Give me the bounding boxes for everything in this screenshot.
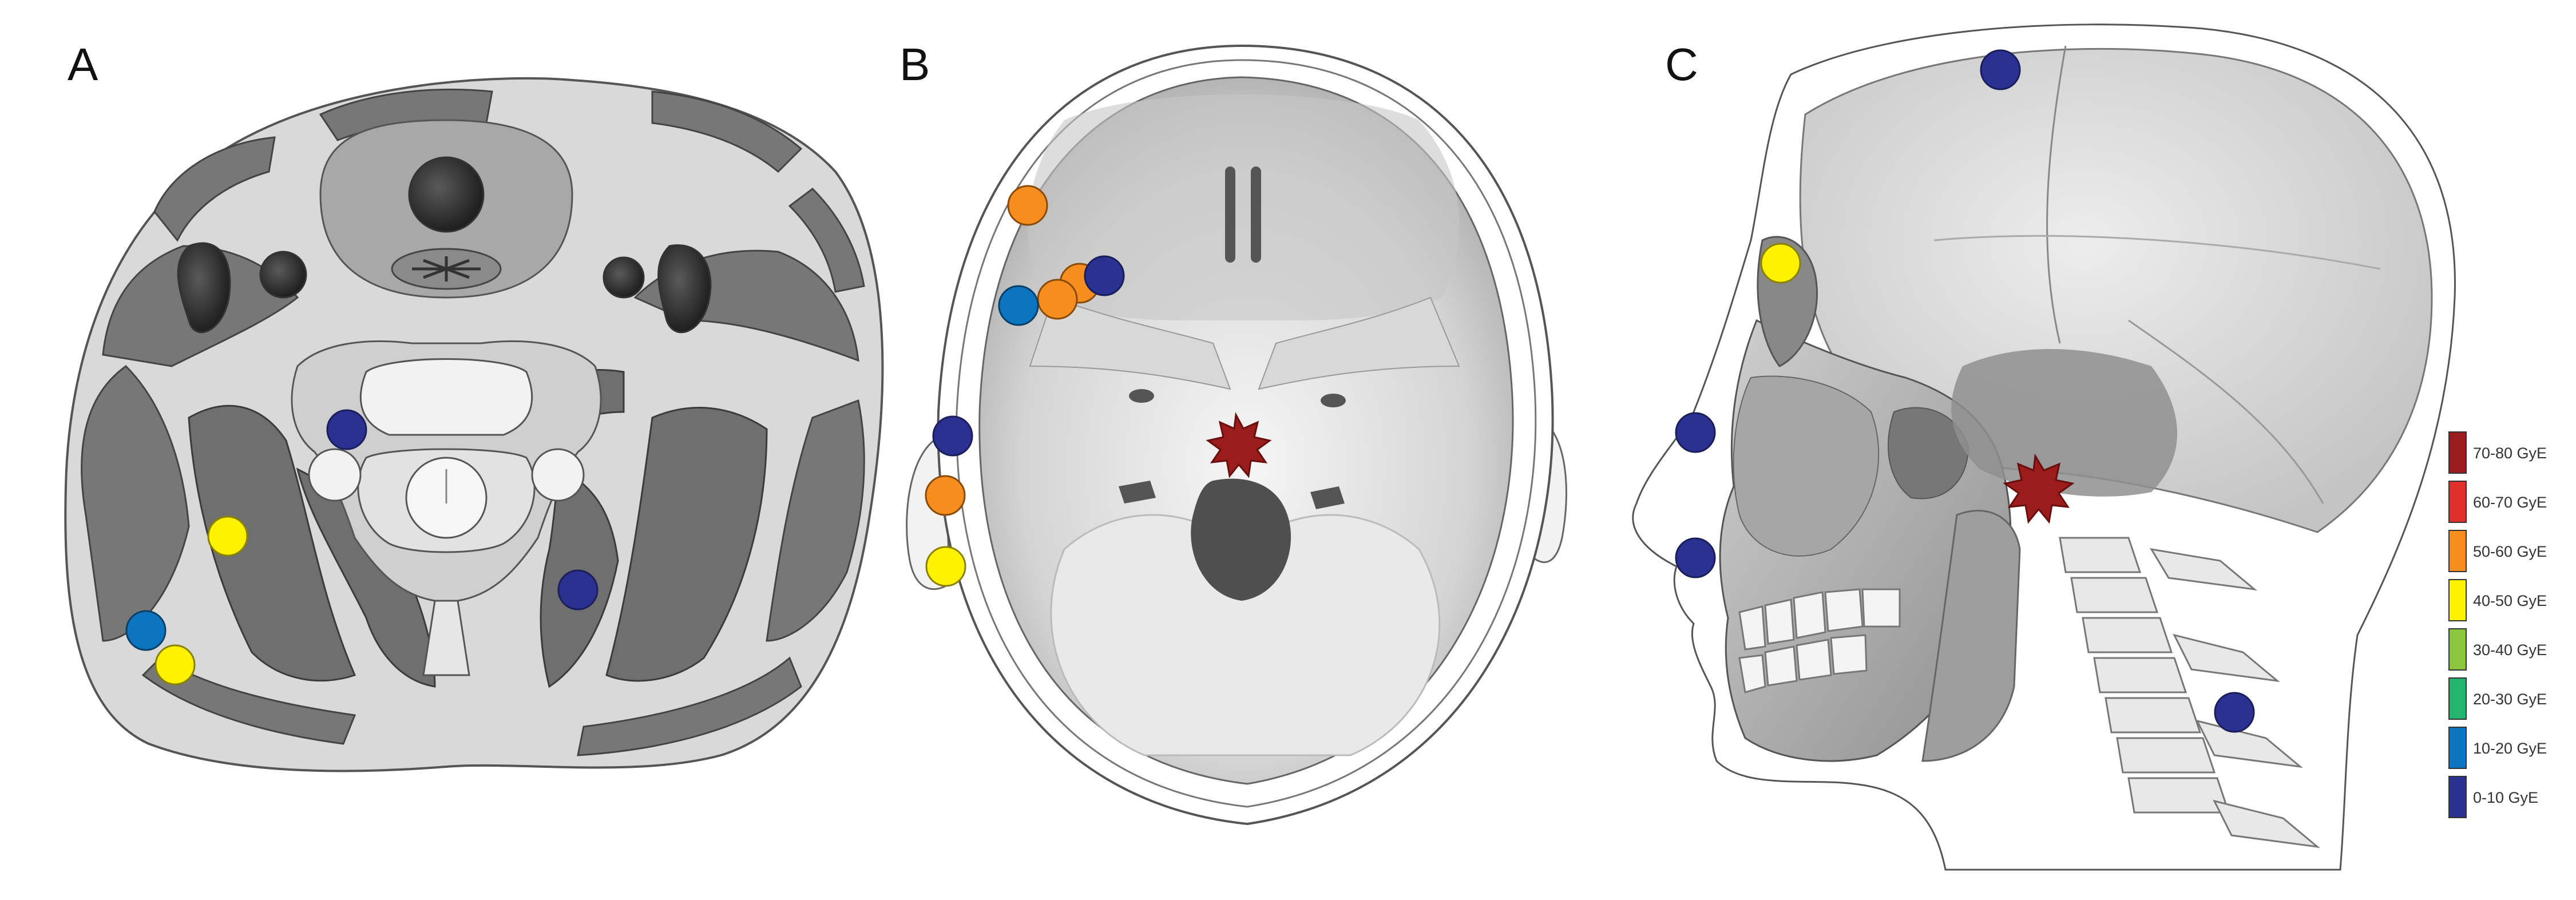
dose-marker-b6 bbox=[932, 415, 973, 457]
dose-marker-a3 bbox=[207, 516, 248, 557]
deep-neck-muscles bbox=[188, 369, 768, 688]
dose-marker-c3 bbox=[1675, 412, 1716, 453]
legend-swatch bbox=[2448, 579, 2467, 621]
legend-swatch bbox=[2448, 431, 2467, 474]
dose-marker-a5 bbox=[154, 644, 196, 685]
legend-label: 70-80 GyE bbox=[2473, 445, 2547, 462]
legend-label: 0-10 GyE bbox=[2473, 789, 2538, 806]
dose-marker-b7 bbox=[925, 475, 966, 516]
dose-marker-b5 bbox=[998, 285, 1039, 326]
legend-swatch bbox=[2448, 628, 2467, 671]
legend-swatch bbox=[2448, 727, 2467, 769]
dose-marker-a4 bbox=[125, 610, 167, 651]
dose-legend: 70-80 GyE 60-70 GyE 50-60 GyE 40-50 GyE 30-4… bbox=[2448, 431, 2547, 818]
dose-marker-b4 bbox=[1084, 255, 1125, 296]
teeth bbox=[1738, 588, 1901, 693]
legend-label: 20-30 GyE bbox=[2473, 691, 2547, 708]
dose-marker-c4 bbox=[1675, 537, 1716, 578]
legend-label: 40-50 GyE bbox=[2473, 592, 2547, 609]
legend-swatch bbox=[2448, 481, 2467, 523]
legend-swatch bbox=[2448, 776, 2467, 818]
dose-marker-c5 bbox=[2214, 692, 2255, 733]
cervical-spine bbox=[2059, 537, 2320, 849]
panel-a-neck-cross-section: A bbox=[64, 39, 884, 772]
skull-foramina bbox=[1119, 389, 1346, 509]
dose-marker-b3 bbox=[1037, 279, 1078, 320]
legend-label: 60-70 GyE bbox=[2473, 494, 2547, 511]
dose-marker-b8 bbox=[925, 546, 966, 587]
legend-label: 50-60 GyE bbox=[2473, 543, 2547, 560]
foramen-magnum bbox=[1191, 478, 1291, 601]
panel-label-c: C bbox=[1665, 39, 1698, 90]
panel-c-sagittal-head: C bbox=[1632, 23, 2456, 871]
panel-label-b: B bbox=[899, 39, 930, 90]
tumor-star-icon-c bbox=[2003, 453, 2075, 524]
cervical-vertebra bbox=[291, 340, 602, 676]
dose-marker-c2 bbox=[1760, 243, 1801, 284]
dose-marker-c1 bbox=[1980, 49, 2021, 90]
legend-label: 30-40 GyE bbox=[2473, 641, 2547, 659]
trachea bbox=[408, 156, 485, 233]
legend-swatch bbox=[2448, 677, 2467, 720]
legend-label: 10-20 GyE bbox=[2473, 740, 2547, 757]
dose-marker-a2 bbox=[557, 569, 599, 610]
legend-swatch bbox=[2448, 530, 2467, 572]
carotid-right bbox=[657, 244, 712, 334]
tumor-star-icon bbox=[1206, 412, 1272, 478]
dose-marker-a1 bbox=[326, 409, 367, 450]
carotid-left bbox=[177, 242, 231, 334]
panel-label-a: A bbox=[68, 39, 98, 90]
dose-marker-b1 bbox=[1007, 185, 1048, 226]
panel-b-skull-base: B bbox=[899, 39, 1567, 826]
